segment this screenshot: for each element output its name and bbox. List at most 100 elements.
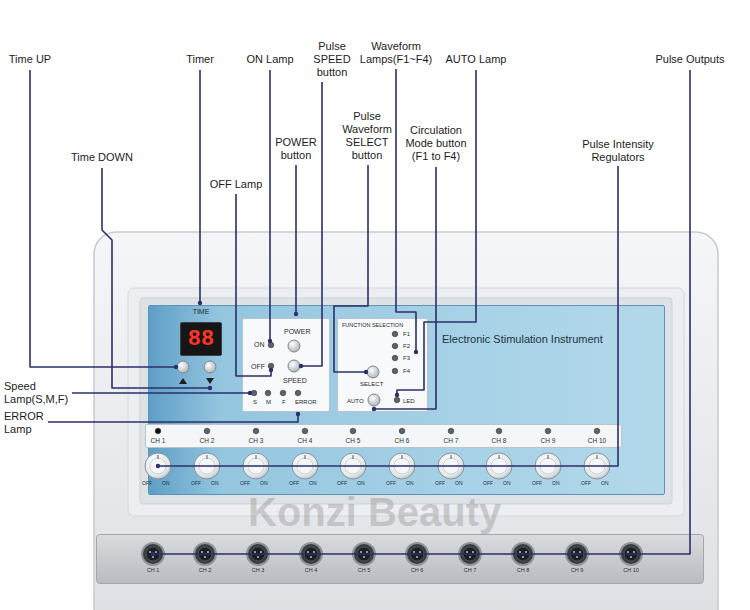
- leader-dot: [296, 412, 300, 416]
- knob-cap: [540, 458, 556, 474]
- label-holder: OFF Lamp: [207, 178, 265, 191]
- label-holder: Pulse Intensity Regulators: [572, 138, 664, 164]
- leader-dot: [294, 312, 298, 316]
- leader-dot: [372, 407, 376, 411]
- label-holder: Time DOWN: [67, 151, 137, 164]
- callout-label: Circulation Mode button (F1 to F4): [401, 124, 471, 163]
- knob-cap: [248, 458, 264, 474]
- output-label: CH 6: [401, 567, 433, 574]
- socket-pin: [307, 551, 309, 553]
- output-socket: [566, 543, 588, 565]
- leader-line: [397, 70, 476, 395]
- leader-dot: [198, 301, 202, 305]
- socket-pin: [201, 551, 203, 553]
- instrument-name: Electronic Stimulation Instrument: [442, 333, 603, 346]
- indicator-lamp: [295, 390, 301, 396]
- socket-ring: [194, 543, 216, 565]
- socket-ring: [620, 543, 642, 565]
- display-panel: Electronic Stimulation InstrumentTIME88O…: [148, 305, 665, 495]
- knob-cap: [443, 458, 459, 474]
- output-socket: [620, 543, 642, 565]
- socket-pin: [630, 556, 632, 558]
- leader-line: [48, 414, 298, 422]
- socket-pin: [152, 556, 154, 558]
- panel-label: F: [282, 399, 286, 406]
- label-holder: AUTO Lamp: [443, 53, 509, 66]
- panel-label: F1: [403, 331, 410, 338]
- indicator-lamp: [448, 428, 454, 434]
- callout-label: ON Lamp: [242, 53, 298, 66]
- switch-label: ON: [309, 480, 317, 486]
- socket-ring: [406, 543, 428, 565]
- function-section: FUNCTION SELECTIONF1F2F3F4SELECTAUTOLED: [337, 318, 428, 412]
- socket-pin: [257, 556, 259, 558]
- socket-pin: [472, 551, 474, 553]
- socket-ring: [247, 543, 269, 565]
- output-socket: [247, 543, 269, 565]
- intensity-knob: [292, 453, 318, 479]
- channel-label: CH 10: [581, 437, 613, 445]
- knob-pointer: [547, 455, 548, 459]
- leader-dot: [208, 386, 212, 390]
- switch-label: OFF: [532, 480, 542, 486]
- label-holder: Pulse SPEED button: [309, 40, 355, 79]
- leader-dot: [299, 364, 303, 368]
- knob-cap: [589, 458, 605, 474]
- label-holder: ERROR Lamp: [4, 410, 46, 436]
- channel-label: CH 1: [142, 437, 174, 445]
- knob-pointer: [352, 455, 353, 459]
- leader-line: [269, 70, 271, 341]
- arrow-symbol: [179, 378, 187, 384]
- panel-label: M: [266, 399, 271, 406]
- socket-pin: [633, 551, 635, 553]
- callout-label: Pulse Intensity Regulators: [572, 138, 664, 164]
- switch-label: ON: [503, 480, 511, 486]
- text-holder: ERROR: [295, 399, 317, 406]
- switch-label: ON: [552, 480, 560, 486]
- knob-pointer: [498, 455, 499, 459]
- text-holder: SPEED: [283, 377, 307, 385]
- indicator-lamp: [280, 390, 286, 396]
- label-holder: OFF: [386, 480, 396, 486]
- knob-body: [584, 453, 610, 479]
- socket-pin: [466, 551, 468, 553]
- intensity-knob: [486, 453, 512, 479]
- arrow-symbol: [206, 378, 214, 384]
- knob-body: [438, 453, 464, 479]
- indicator-lamp: [496, 428, 502, 434]
- text-holder: F2: [403, 343, 410, 350]
- output-label: CH 3: [242, 567, 274, 574]
- device-shell: [94, 232, 718, 610]
- callout-label: OFF Lamp: [207, 178, 265, 191]
- text-holder: CH 6: [386, 437, 418, 445]
- label-holder: OFF: [435, 480, 445, 486]
- switch-label: ON: [260, 480, 268, 486]
- output-socket: [300, 543, 322, 565]
- label-holder: ON: [357, 480, 365, 486]
- socket-hole: [410, 547, 424, 561]
- leader-dot: [151, 552, 155, 556]
- knob-pointer: [596, 455, 597, 459]
- leader-dot: [156, 464, 160, 468]
- leader-line: [334, 165, 368, 372]
- push-button: [288, 360, 300, 372]
- knob-cap: [345, 458, 361, 474]
- output-socket: [194, 543, 216, 565]
- label-holder: OFF: [240, 480, 250, 486]
- output-label: CH 1: [137, 567, 169, 574]
- knob-body: [243, 453, 269, 479]
- socket-pin: [366, 551, 368, 553]
- output-socket: [459, 543, 481, 565]
- label-holder: OFF: [191, 480, 201, 486]
- socket-pin: [313, 551, 315, 553]
- text-holder: CH 1: [142, 437, 174, 445]
- leader-line: [158, 166, 618, 466]
- label-holder: Pulse Waveform SELECT button: [341, 110, 393, 162]
- label-holder: ON: [552, 480, 560, 486]
- intensity-knob: [584, 453, 610, 479]
- knob-cap: [297, 458, 313, 474]
- socket-pin: [310, 556, 312, 558]
- socket-pin: [155, 551, 157, 553]
- indicator-lamp: [392, 343, 398, 349]
- knob-body: [292, 453, 318, 479]
